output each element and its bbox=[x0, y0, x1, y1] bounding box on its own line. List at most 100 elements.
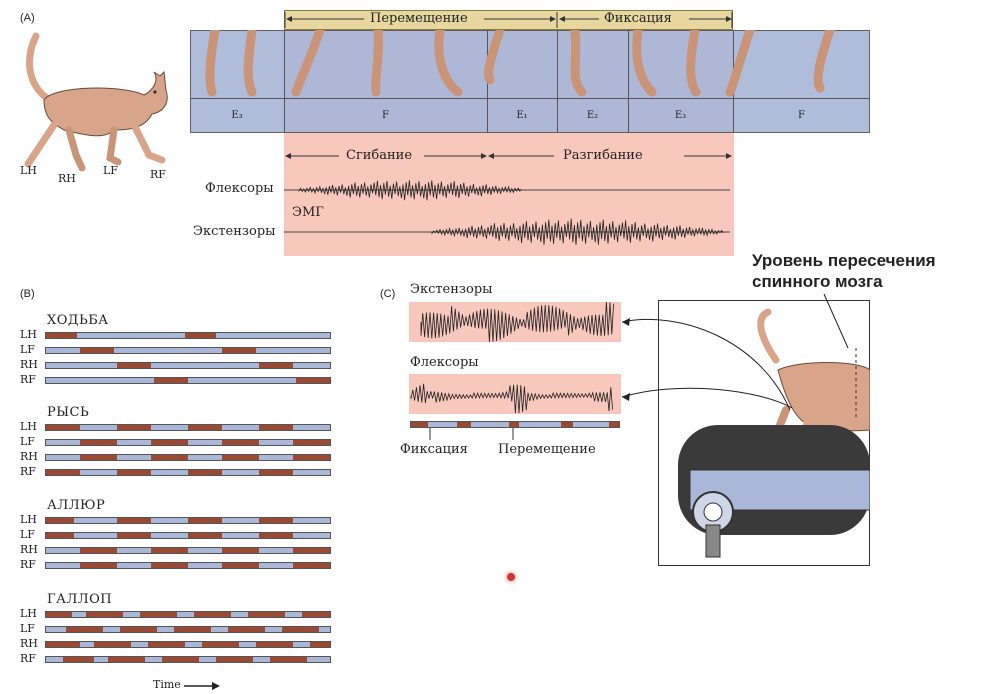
swing-segment bbox=[139, 612, 177, 617]
time-axis-label: Time bbox=[153, 678, 181, 691]
cut-level-pointer bbox=[823, 293, 849, 349]
leg-label-rf: RF bbox=[150, 168, 166, 181]
swing-segment bbox=[162, 657, 200, 662]
swing-segment bbox=[153, 378, 188, 383]
swing-segment bbox=[117, 518, 152, 523]
swing-segment bbox=[216, 657, 254, 662]
c-transfer-label: Перемещение bbox=[498, 442, 596, 457]
swing-segment bbox=[310, 642, 330, 647]
gait-row-label: RF bbox=[20, 652, 36, 665]
gait-bar bbox=[45, 641, 331, 648]
gait-bar bbox=[45, 377, 331, 384]
gait-bar bbox=[45, 562, 331, 569]
gait-row-label: LH bbox=[20, 607, 37, 620]
swing-segment bbox=[151, 440, 188, 445]
treadmill-cat-illustration bbox=[678, 308, 870, 558]
panel-b-label: (B) bbox=[20, 288, 35, 300]
swing-segment bbox=[222, 348, 257, 353]
stance-phase-label: Фиксация bbox=[604, 11, 672, 26]
swing-segment bbox=[151, 548, 188, 553]
swing-segment bbox=[222, 440, 259, 445]
swing-segment bbox=[85, 612, 123, 617]
leg-sketches bbox=[205, 30, 835, 97]
swing-segment bbox=[151, 563, 188, 568]
swing-segment bbox=[222, 563, 259, 568]
swing-segment bbox=[222, 548, 259, 553]
cursor-dot bbox=[507, 573, 515, 581]
phase-divider bbox=[190, 98, 870, 99]
swing-segment bbox=[80, 455, 117, 460]
swing-segment bbox=[259, 363, 294, 368]
gait-row-label: LH bbox=[20, 420, 37, 433]
gait-row-label: RH bbox=[20, 543, 38, 556]
swing-segment bbox=[46, 533, 75, 538]
swing-segment bbox=[148, 642, 186, 647]
time-arrow-icon bbox=[184, 682, 220, 690]
gait-bar bbox=[45, 626, 331, 633]
swing-segment bbox=[270, 657, 308, 662]
gait-row-label: RH bbox=[20, 450, 38, 463]
swing-segment bbox=[202, 642, 240, 647]
swing-segment bbox=[80, 548, 117, 553]
electrode-wires bbox=[621, 318, 793, 411]
swing-segment bbox=[293, 440, 330, 445]
phase-arrows bbox=[284, 12, 733, 28]
gait-row-label: LH bbox=[20, 328, 37, 341]
swing-segment bbox=[247, 612, 285, 617]
step-phase-f: F bbox=[382, 110, 389, 121]
swing-segment bbox=[188, 470, 223, 475]
gait-bar bbox=[45, 424, 331, 431]
swing-segment bbox=[256, 642, 294, 647]
gait-bar bbox=[45, 611, 331, 618]
step-phase-e2: E₂ bbox=[586, 110, 599, 121]
gait-bar bbox=[45, 454, 331, 461]
flexors-label: Флексоры bbox=[205, 181, 274, 196]
swing-segment bbox=[293, 548, 330, 553]
gait-row-label: LF bbox=[20, 343, 35, 356]
swing-segment bbox=[293, 563, 330, 568]
swing-segment bbox=[117, 425, 152, 430]
gait-row-label: LH bbox=[20, 513, 37, 526]
leg-label-lh: LH bbox=[20, 164, 37, 177]
gait-bar bbox=[45, 347, 331, 354]
swing-segment bbox=[46, 518, 75, 523]
transfer-phase-label: Перемещение bbox=[370, 11, 468, 26]
swing-segment bbox=[46, 333, 78, 338]
gait-row-label: RF bbox=[20, 373, 36, 386]
c-extensors-label: Экстензоры bbox=[410, 282, 493, 297]
swing-segment bbox=[227, 627, 265, 632]
swing-segment bbox=[295, 378, 330, 383]
swing-segment bbox=[185, 333, 217, 338]
swing-segment bbox=[193, 612, 231, 617]
gait-bar bbox=[45, 362, 331, 369]
swing-segment bbox=[46, 612, 72, 617]
swing-segment bbox=[65, 627, 103, 632]
swing-segment bbox=[119, 627, 157, 632]
swing-segment bbox=[173, 627, 211, 632]
frame-divider bbox=[557, 30, 558, 133]
spinal-cut-level-label: Уровень пересечения спинного мозга bbox=[752, 251, 936, 291]
gait-bar bbox=[45, 439, 331, 446]
swing-segment bbox=[293, 455, 330, 460]
swing-segment bbox=[259, 470, 294, 475]
panel-a-label: (A) bbox=[20, 12, 35, 24]
c-emg-traces bbox=[410, 302, 614, 414]
gait-row-label: RF bbox=[20, 558, 36, 571]
swing-segment bbox=[259, 533, 294, 538]
leg-label-lf: LF bbox=[103, 164, 118, 177]
frame-divider bbox=[628, 30, 629, 133]
swing-segment bbox=[188, 533, 223, 538]
swing-segment bbox=[46, 425, 81, 430]
gait-bar bbox=[45, 532, 331, 539]
swing-segment bbox=[117, 363, 152, 368]
flexion-label: Сгибание bbox=[346, 148, 413, 163]
gait-title: РЫСЬ bbox=[47, 405, 90, 420]
swing-segment bbox=[222, 455, 259, 460]
c-stance-label: Фиксация bbox=[400, 442, 468, 457]
step-phase-e3: E₃ bbox=[674, 110, 687, 121]
swing-segment bbox=[80, 348, 115, 353]
gait-row-label: RH bbox=[20, 637, 38, 650]
swing-segment bbox=[63, 657, 95, 662]
gait-title: ГАЛЛОП bbox=[47, 592, 113, 607]
swing-segment bbox=[117, 470, 152, 475]
